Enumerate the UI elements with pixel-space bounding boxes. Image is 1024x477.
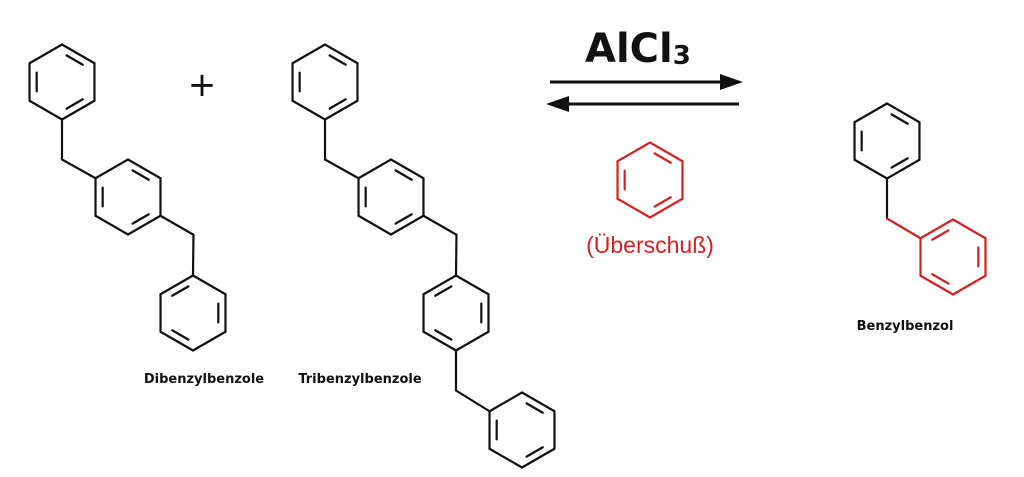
benzene-ring-bond	[853, 158, 889, 180]
benzene-ring-bond	[323, 43, 359, 65]
benzene-ring-bond	[488, 447, 524, 469]
benzene-ring-bond	[389, 158, 425, 180]
benzene-ring-bond	[919, 218, 955, 240]
benzene-ring-bond	[648, 197, 684, 219]
benzene-ring-bond	[357, 158, 393, 180]
benzene-ring-bond	[191, 274, 227, 296]
benzene-ring-bond	[126, 158, 162, 180]
equilibrium-arrows	[546, 74, 743, 112]
benzene-ring-bond	[159, 330, 195, 352]
double-bond-line	[890, 113, 909, 125]
benzene-ring-bond	[616, 197, 652, 219]
dibenzylbenzole-label: Dibenzylbenzole	[144, 372, 264, 387]
benzene-ring-bond	[191, 330, 227, 352]
benzene-ring-bond	[454, 330, 490, 352]
double-bond-line	[525, 402, 544, 414]
benzene-ring-bond	[422, 274, 458, 296]
forward-arrowhead	[720, 74, 743, 90]
benzene-ring-bond	[885, 158, 921, 180]
catalyst-main: AlCl	[585, 26, 673, 72]
double-bond-line	[653, 196, 672, 208]
benzene-ring-bond	[126, 214, 162, 236]
double-bond-line	[525, 446, 544, 458]
methylene-bond	[422, 214, 458, 236]
double-bond-line	[931, 273, 950, 285]
benzene-ring-bond	[357, 214, 393, 236]
double-bond-line	[434, 329, 453, 341]
double-bond-line	[434, 285, 453, 297]
double-bond-line	[65, 54, 84, 66]
plus-sign: +	[188, 65, 217, 105]
benzene-ring-bond	[94, 158, 130, 180]
benzene-ring-bond	[323, 99, 359, 121]
benzene-ring-bond	[389, 214, 425, 236]
methylene-bond	[885, 217, 922, 240]
benzene-ring-bond	[422, 330, 458, 352]
methylene-bond	[323, 158, 360, 180]
benzene-ring-bond	[94, 214, 130, 236]
benzene-ring-bond	[60, 99, 96, 121]
benzene-ring-bond	[885, 102, 921, 124]
benzene-ring-bond	[28, 99, 64, 121]
methylene-bond	[159, 214, 195, 236]
double-bond-line	[931, 229, 950, 241]
double-bond-line	[394, 169, 413, 181]
double-bond-line	[131, 213, 150, 225]
catalyst-label: AlCl3	[585, 26, 691, 72]
benzene-ring-bond	[454, 274, 490, 296]
benzene-ring-bond	[60, 43, 96, 65]
double-bond-line	[394, 213, 413, 225]
catalyst-subscript: 3	[673, 41, 691, 71]
tribenzylbenzole-label: Tribenzylbenzole	[298, 372, 422, 387]
reverse-arrowhead	[546, 96, 569, 112]
excess-benzene-note: (Überschuß)	[586, 232, 714, 258]
benzene-ring-bond	[291, 43, 327, 65]
benzene-ring-bond	[488, 391, 524, 413]
double-bond-line	[171, 329, 190, 341]
benzene-ring-bond	[520, 447, 556, 469]
benzene-ring-bond	[951, 274, 987, 296]
methylene-bond	[454, 389, 491, 413]
double-bond-line	[328, 54, 347, 66]
methylene-bond	[60, 158, 97, 180]
double-bond-line	[171, 285, 190, 297]
benzene-ring-bond	[159, 274, 195, 296]
double-bond-line	[65, 98, 84, 110]
double-bond-line	[653, 152, 672, 164]
benzene-ring-bond	[648, 141, 684, 163]
double-bond-line	[328, 98, 347, 110]
benzene-ring-bond	[520, 391, 556, 413]
benzene-ring-bond	[951, 218, 987, 240]
benzylbenzol-label: Benzylbenzol	[857, 319, 954, 334]
benzene-ring-bond	[919, 274, 955, 296]
benzene-ring-bond	[853, 102, 889, 124]
benzene-ring-bond	[616, 141, 652, 163]
benzene-ring-bond	[28, 43, 64, 65]
benzene-ring-bond	[291, 99, 327, 121]
double-bond-line	[890, 157, 909, 169]
double-bond-line	[131, 169, 150, 181]
